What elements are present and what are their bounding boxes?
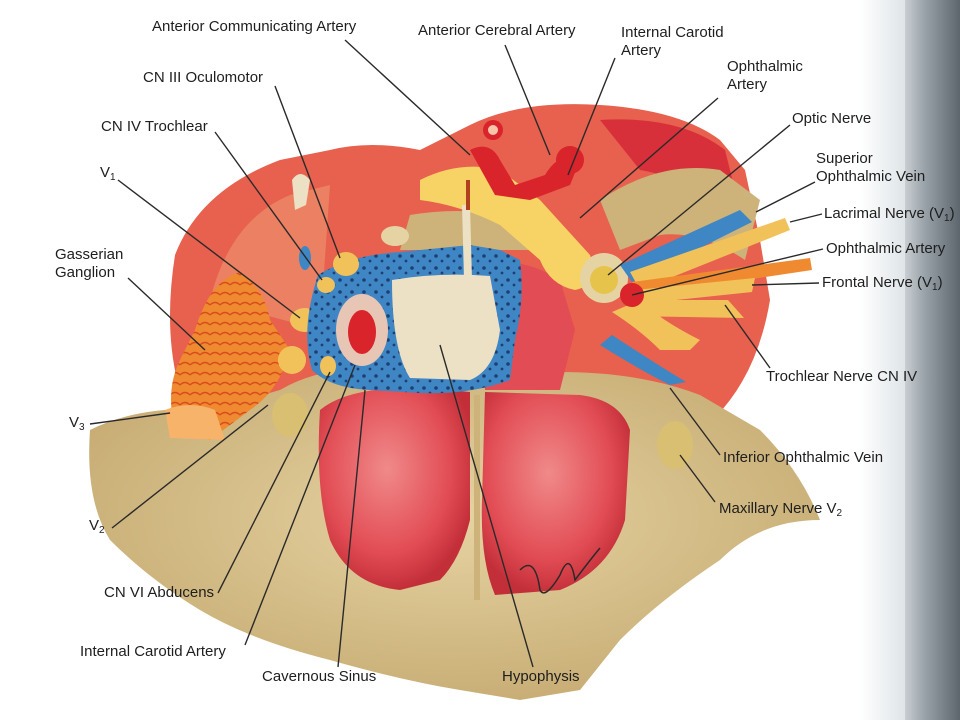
label-maxillary-nerve-sub: 2 (836, 508, 843, 519)
leader-internal-carotid-artery-top (567, 57, 616, 176)
leader-internal-carotid-artery-bottom (244, 364, 356, 646)
label-hypophysis: Hypophysis (502, 668, 580, 685)
label-internal-carotid-artery-top: Internal Carotid Artery (621, 24, 724, 60)
leader-v1 (117, 179, 301, 319)
label-v3-text: V (69, 414, 80, 431)
leader-lacrimal-nerve (789, 213, 823, 223)
leader-trochlear-nerve-cn-iv (724, 304, 771, 369)
label-superior-ophthalmic-vein-line1: Superior (816, 150, 873, 167)
label-maxillary-nerve-text: Maxillary Nerve V (719, 500, 837, 517)
label-frontal-nerve: Frontal Nerve (V1) (822, 274, 943, 293)
leader-cn-vi-abducens (217, 371, 331, 594)
label-maxillary-nerve: Maxillary Nerve V2 (719, 500, 843, 519)
leader-ophthalmic-artery-right (631, 248, 824, 296)
label-v3-sub: 3 (79, 422, 85, 433)
label-optic-nerve: Optic Nerve (792, 110, 872, 127)
label-internal-carotid-artery-top-line2: Artery (621, 42, 662, 59)
label-inferior-ophthalmic-vein: Inferior Ophthalmic Vein (723, 449, 884, 466)
page-fold-shadow (860, 0, 908, 720)
optic-and-arterial-structures (292, 120, 593, 290)
label-trochlear-nerve-cn-iv: Trochlear Nerve CN IV (766, 368, 918, 385)
label-anterior-cerebral-artery: Anterior Cerebral Artery (418, 22, 576, 39)
label-superior-ophthalmic-vein: Superior Ophthalmic Vein (816, 150, 925, 186)
label-cn-iii-oculomotor: CN III Oculomotor (143, 69, 264, 86)
label-v3: V3 (69, 414, 85, 433)
label-cn-iv-trochlear: CN IV Trochlear (101, 118, 208, 135)
page-edge (905, 0, 960, 720)
label-cavernous-sinus: Cavernous Sinus (262, 668, 377, 685)
cavernous-sinus-structure (299, 226, 522, 394)
label-v1-text: V (100, 164, 111, 181)
label-v2-text: V (89, 517, 100, 534)
label-v1-sub: 1 (110, 172, 116, 183)
label-v2-sub: 2 (99, 525, 105, 536)
label-frontal-nerve-end: ) (937, 274, 943, 291)
label-superior-ophthalmic-vein-line2: Ophthalmic Vein (816, 168, 926, 185)
hypophysis-stalk (462, 180, 472, 280)
label-ophthalmic-artery-top-line2: Artery (727, 76, 768, 93)
label-v1: V1 (100, 164, 116, 183)
sphenoid-sinus (318, 262, 630, 600)
leader-ophthalmic-artery-top (579, 97, 719, 219)
orbital-apex-structures (580, 210, 812, 469)
label-lacrimal-nerve-sub: 1 (944, 213, 950, 224)
leader-anterior-communicating-artery (344, 39, 471, 156)
artist-signature (519, 547, 601, 594)
label-lacrimal-nerve-end: ) (949, 205, 955, 222)
leader-cavernous-sinus (337, 389, 366, 668)
leader-superior-ophthalmic-vein (755, 181, 816, 213)
label-ophthalmic-artery-top-line1: Ophthalmic (727, 58, 803, 75)
leader-frontal-nerve (751, 282, 820, 286)
label-gasserian-ganglion-line2: Ganglion (55, 264, 116, 281)
label-internal-carotid-artery-bottom: Internal Carotid Artery (80, 643, 226, 660)
leader-v3 (89, 412, 171, 425)
label-frontal-nerve-sub: 1 (932, 282, 938, 293)
leader-gasserian-ganglion (127, 277, 206, 351)
leader-maxillary-nerve (679, 454, 716, 503)
leader-cn-iv-trochlear (214, 131, 323, 281)
label-ophthalmic-artery-top: Ophthalmic Artery (727, 58, 803, 94)
label-anterior-communicating-artery: Anterior Communicating Artery (152, 18, 357, 35)
label-gasserian-ganglion: Gasserian Ganglion (55, 246, 123, 282)
leader-hypophysis (439, 344, 534, 668)
label-internal-carotid-artery-top-line1: Internal Carotid (621, 24, 724, 41)
label-cn-vi-abducens: CN VI Abducens (104, 584, 215, 601)
leader-lines (89, 39, 824, 668)
label-gasserian-ganglion-line1: Gasserian (55, 246, 124, 263)
label-lacrimal-nerve-text: Lacrimal Nerve (V (824, 205, 945, 222)
leader-anterior-cerebral-artery (504, 44, 551, 156)
label-ophthalmic-artery-right: Ophthalmic Artery (826, 240, 946, 257)
leader-optic-nerve (607, 124, 791, 276)
gasserian-ganglion (165, 272, 320, 440)
leader-cn-iii-oculomotor (274, 85, 341, 259)
leader-v2 (111, 404, 269, 529)
leader-inferior-ophthalmic-vein (669, 387, 721, 456)
label-frontal-nerve-text: Frontal Nerve (V (822, 274, 933, 291)
label-lacrimal-nerve: Lacrimal Nerve (V1) (824, 205, 955, 224)
label-v2: V2 (89, 517, 105, 536)
